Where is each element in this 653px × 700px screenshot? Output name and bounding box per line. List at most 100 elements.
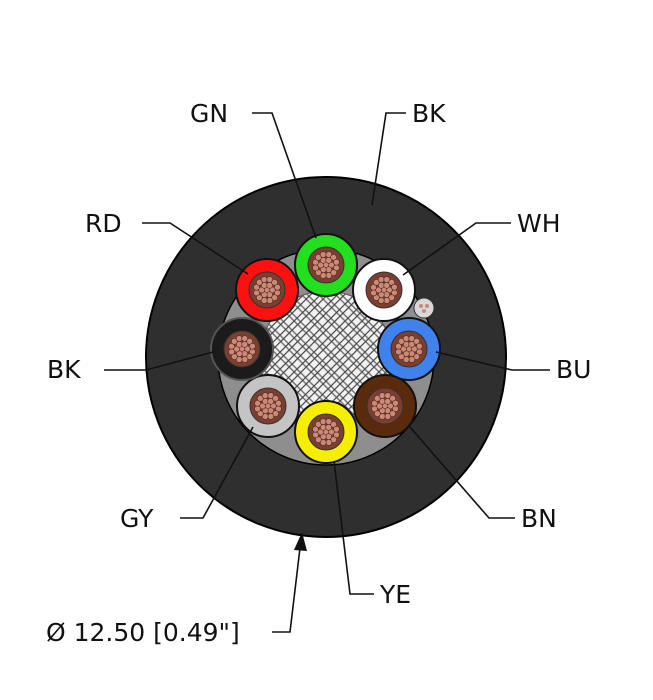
copper-strand — [261, 413, 269, 420]
copper-strand — [253, 283, 260, 291]
leader-bn — [408, 425, 515, 519]
copper-strand — [315, 269, 322, 276]
label-gy: GY — [120, 504, 154, 533]
copper-strand — [274, 283, 281, 291]
label-jacket-bk: BK — [412, 99, 446, 128]
copper-strand — [395, 342, 402, 350]
copper-strand — [257, 395, 264, 402]
copper-strand — [315, 254, 322, 261]
copper-strand — [228, 348, 235, 356]
conductor-group — [210, 233, 441, 464]
copper-strand — [371, 399, 378, 407]
copper-strand — [392, 399, 399, 407]
copper-strand — [261, 392, 269, 399]
label-bu: BU — [556, 355, 591, 384]
conductor-bn — [353, 374, 417, 438]
conductor-gy — [236, 374, 300, 438]
copper-strand — [260, 297, 268, 304]
copper-strand — [370, 289, 377, 297]
copper-strand — [241, 335, 249, 342]
leader-ye — [333, 460, 374, 595]
diameter-arrow — [294, 532, 307, 551]
copper-strand — [330, 421, 337, 428]
copper-strand — [272, 410, 279, 417]
label-ye: YE — [379, 580, 411, 609]
copper-strand — [246, 353, 253, 360]
copper-strand — [231, 353, 238, 360]
leader-lines — [104, 112, 550, 595]
copper-strand — [319, 251, 327, 258]
copper-strand — [330, 269, 337, 276]
copper-strand — [266, 297, 274, 304]
copper-strand — [402, 335, 410, 342]
copper-strand — [228, 342, 235, 350]
copper-strand — [315, 436, 322, 443]
copper-strand — [254, 405, 261, 413]
leader-bk — [104, 351, 214, 371]
copper-strand — [312, 258, 319, 266]
copper-strand — [235, 356, 243, 363]
copper-strand — [377, 276, 385, 283]
copper-strand — [241, 356, 249, 363]
copper-strand — [315, 421, 322, 428]
copper-strand — [260, 276, 268, 283]
copper-strand — [370, 283, 377, 291]
copper-strand — [408, 356, 416, 363]
diameter-label: Ø 12.50 [0.49"] — [46, 618, 240, 647]
copper-strand — [330, 436, 337, 443]
copper-strand — [231, 338, 238, 345]
label-bk: BK — [47, 355, 81, 384]
leader-jacket-bk — [371, 112, 406, 206]
copper-strand — [267, 413, 275, 420]
label-wh: WH — [517, 209, 561, 238]
conductor-gn — [294, 233, 358, 297]
copper-strand — [395, 348, 402, 356]
copper-strand — [319, 418, 327, 425]
copper-strand — [371, 405, 378, 413]
copper-strand — [391, 283, 398, 291]
copper-strand — [383, 276, 391, 283]
label-gn: GN — [190, 99, 228, 128]
copper-strand — [272, 395, 279, 402]
copper-strand — [325, 272, 333, 279]
copper-strand — [408, 335, 416, 342]
copper-strand — [325, 439, 333, 446]
label-rd: RD — [85, 209, 122, 238]
copper-strand — [333, 425, 340, 433]
copper-strand — [384, 392, 392, 399]
copper-strand — [373, 279, 380, 286]
copper-strand — [319, 439, 327, 446]
copper-strand — [256, 279, 263, 286]
leader-wh — [402, 222, 511, 276]
conductor-rd — [235, 258, 299, 322]
conductor-wh — [352, 258, 416, 322]
copper-strand — [374, 410, 381, 417]
copper-strand — [377, 297, 385, 304]
copper-strand — [266, 276, 274, 283]
copper-strand — [249, 342, 256, 350]
copper-strand — [330, 254, 337, 261]
copper-strand — [383, 297, 391, 304]
copper-strand — [325, 418, 333, 425]
copper-strand — [378, 413, 386, 420]
diameter-leader — [272, 547, 301, 633]
leader-rd — [142, 222, 249, 275]
conductor-ye — [294, 400, 358, 464]
copper-strand — [416, 342, 423, 350]
copper-strand — [413, 338, 420, 345]
copper-strand — [398, 338, 405, 345]
copper-strand — [389, 410, 396, 417]
copper-strand — [275, 399, 282, 407]
copper-strand — [271, 294, 278, 301]
copper-strand — [312, 264, 319, 272]
copper-strand — [388, 279, 395, 286]
copper-strand — [388, 294, 395, 301]
copper-strand — [254, 399, 261, 407]
copper-strand — [402, 356, 410, 363]
copper-strand — [373, 294, 380, 301]
copper-strand — [378, 392, 386, 399]
copper-strand — [384, 413, 392, 420]
copper-strand — [257, 410, 264, 417]
copper-strand — [256, 294, 263, 301]
